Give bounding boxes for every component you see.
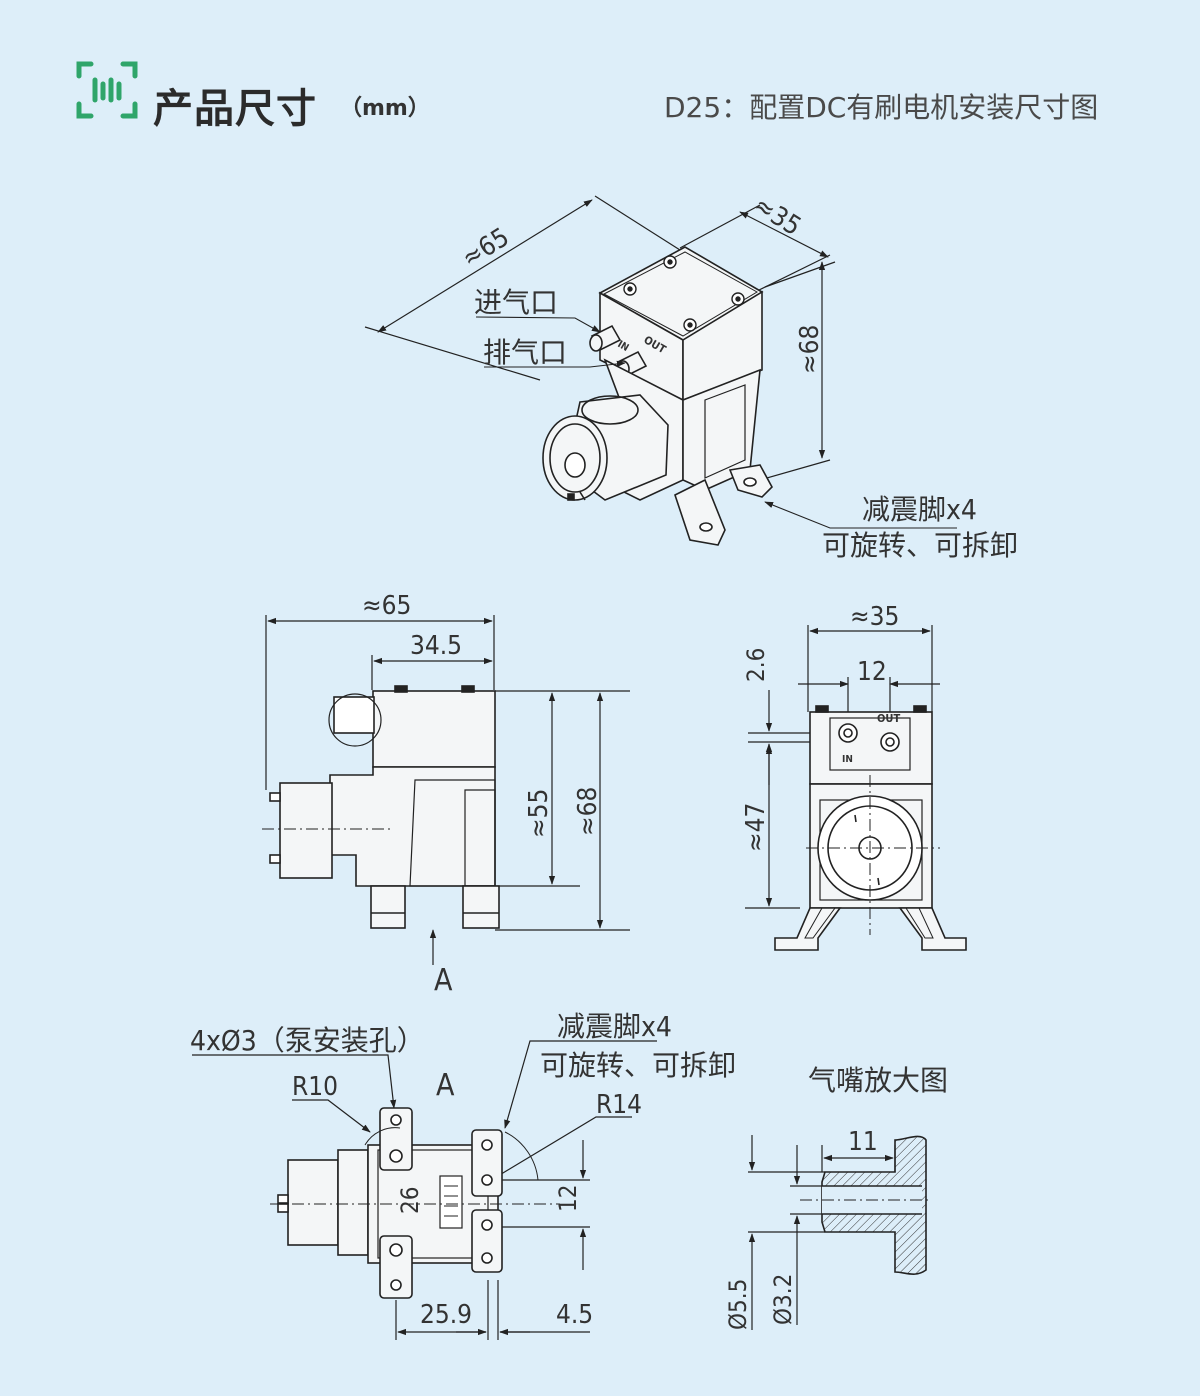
bottom-feet-label: 减震脚x4 (557, 1010, 672, 1043)
nozzle-inner-dia-label: Ø3.2 (769, 1274, 797, 1325)
side-motor (279, 782, 333, 879)
front-out-marking: OUT (877, 712, 900, 725)
front-pump-head (809, 711, 933, 785)
nozzle-length-label: 11 (848, 1127, 878, 1157)
pump-head-side (682, 290, 763, 402)
front-width-label: ≈35 (850, 602, 899, 632)
bottom-holes-label: 4xØ3（泵安装孔） (190, 1024, 425, 1057)
bottom-view-marker: A (436, 1068, 455, 1103)
bottom-r10-label: R10 (292, 1072, 338, 1102)
side-head-length-label: 34.5 (410, 631, 462, 661)
bottom-offset-small-label: 4.5 (556, 1300, 593, 1330)
iso-width-dim-line (739, 211, 829, 258)
inlet-label: 进气口 (474, 286, 558, 319)
iso-width-label: ≈35 (748, 190, 806, 242)
side-pump-head (372, 690, 496, 768)
side-total-length-label: ≈65 (362, 591, 411, 621)
front-foot-left (774, 907, 842, 951)
side-foot-left (370, 885, 406, 929)
front-view (745, 625, 967, 951)
bottom-view (192, 1040, 657, 1340)
iso-feet-note: 可旋转、可拆卸 (822, 529, 1018, 562)
bottom-feet-note: 可旋转、可拆卸 (540, 1049, 736, 1082)
bottom-foot-left-top (379, 1107, 413, 1171)
iso-foot-left (674, 478, 726, 546)
bottom-offset-main-label: 25.9 (420, 1300, 472, 1330)
iso-height-label: ≈68 (795, 325, 825, 374)
bottom-foot-right-bottom (471, 1209, 503, 1273)
front-port-out (880, 732, 900, 752)
dimension-ruler-icon (76, 61, 138, 119)
bottom-hole-spacing-left-label: 26 (396, 1187, 424, 1214)
page-subtitle: D25：配置DC有刷电机安装尺寸图 (664, 91, 1099, 124)
bottom-hole-spacing-right-label: 12 (554, 1185, 582, 1212)
front-port-offset-label: 2.6 (742, 648, 770, 682)
nozzle-title: 气嘴放大图 (808, 1064, 948, 1097)
side-nozzle-detail-circle (328, 693, 382, 747)
front-port-height-label: ≈47 (741, 803, 771, 852)
front-foot-right (898, 907, 967, 951)
side-view-marker: A (434, 963, 453, 998)
side-view (262, 615, 630, 965)
side-body-height-label: ≈55 (524, 789, 554, 838)
bottom-foot-left-bottom (379, 1235, 413, 1299)
front-port-in (838, 723, 858, 743)
iso-feet-label: 减震脚x4 (862, 493, 977, 526)
unit-label: （mm） (340, 96, 430, 121)
iso-in-marking: IN (616, 339, 631, 354)
side-total-height-label: ≈68 (573, 787, 603, 836)
nozzle-detail-view (748, 1135, 930, 1330)
bottom-motor (287, 1159, 339, 1246)
page-title: 产品尺寸 (153, 86, 317, 132)
front-port-spacing-label: 12 (857, 657, 887, 687)
side-foot-right (462, 885, 500, 929)
outlet-label: 排气口 (483, 336, 567, 369)
nozzle-outer-dia-label: Ø5.5 (724, 1279, 752, 1330)
isometric-view: OUT IN (364, 195, 957, 546)
bottom-foot-right-top (471, 1129, 503, 1197)
front-in-marking: IN (842, 754, 853, 765)
iso-length-dim-line (377, 199, 593, 333)
bottom-r14-label: R14 (596, 1090, 642, 1120)
